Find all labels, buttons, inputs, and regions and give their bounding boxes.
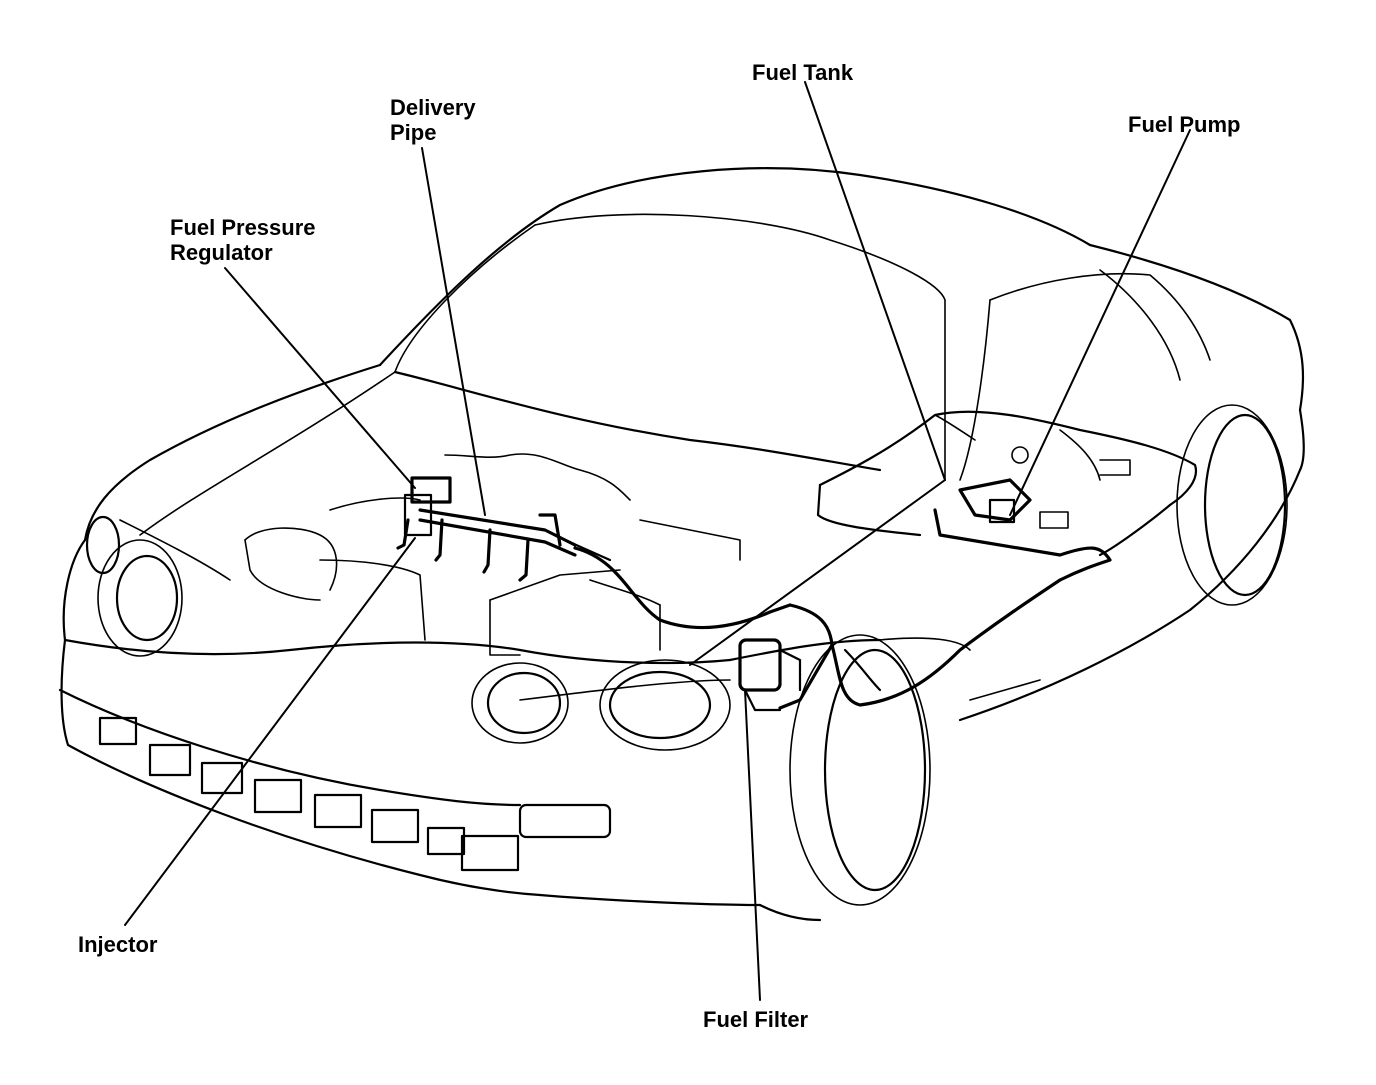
leader-delivery-pipe: [421, 147, 486, 516]
label-fuel-pressure-regulator-line1: Fuel Pressure: [170, 215, 316, 240]
label-fuel-pressure-regulator: Fuel Pressure Regulator: [170, 215, 316, 265]
label-delivery-pipe-line2: Pipe: [390, 120, 437, 145]
leader-lines: [124, 81, 1191, 1001]
wheels: [789, 404, 1288, 906]
leader-fuel-tank-extension: [689, 479, 946, 666]
grille-slots: [98, 716, 520, 872]
fuel-pump: [958, 478, 1032, 524]
label-fuel-tank: Fuel Tank: [752, 60, 854, 85]
label-fuel-filter: Fuel Filter: [703, 1007, 809, 1032]
engine-bay: [244, 453, 741, 656]
injectors: [396, 518, 530, 582]
leader-injector: [124, 537, 416, 926]
label-delivery-pipe-line1: Delivery: [390, 95, 476, 120]
label-delivery-pipe: Delivery Pipe: [390, 95, 476, 145]
delivery-pipe: [403, 476, 612, 562]
leader-fuel-pump: [1009, 129, 1191, 516]
leader-fuel-pressure-regulator: [224, 267, 416, 489]
leader-fuel-filter: [744, 689, 761, 1001]
fuel-tank: [816, 410, 1198, 557]
fuel-lines: [573, 508, 1112, 710]
label-fuel-pressure-regulator-line2: Regulator: [170, 240, 273, 265]
headlights: [85, 515, 731, 839]
label-fuel-pump: Fuel Pump: [1128, 112, 1241, 137]
leader-fuel-tank: [804, 81, 946, 481]
label-injector: Injector: [78, 932, 158, 957]
fuel-filter: [738, 638, 802, 712]
car-body: [58, 167, 1305, 922]
